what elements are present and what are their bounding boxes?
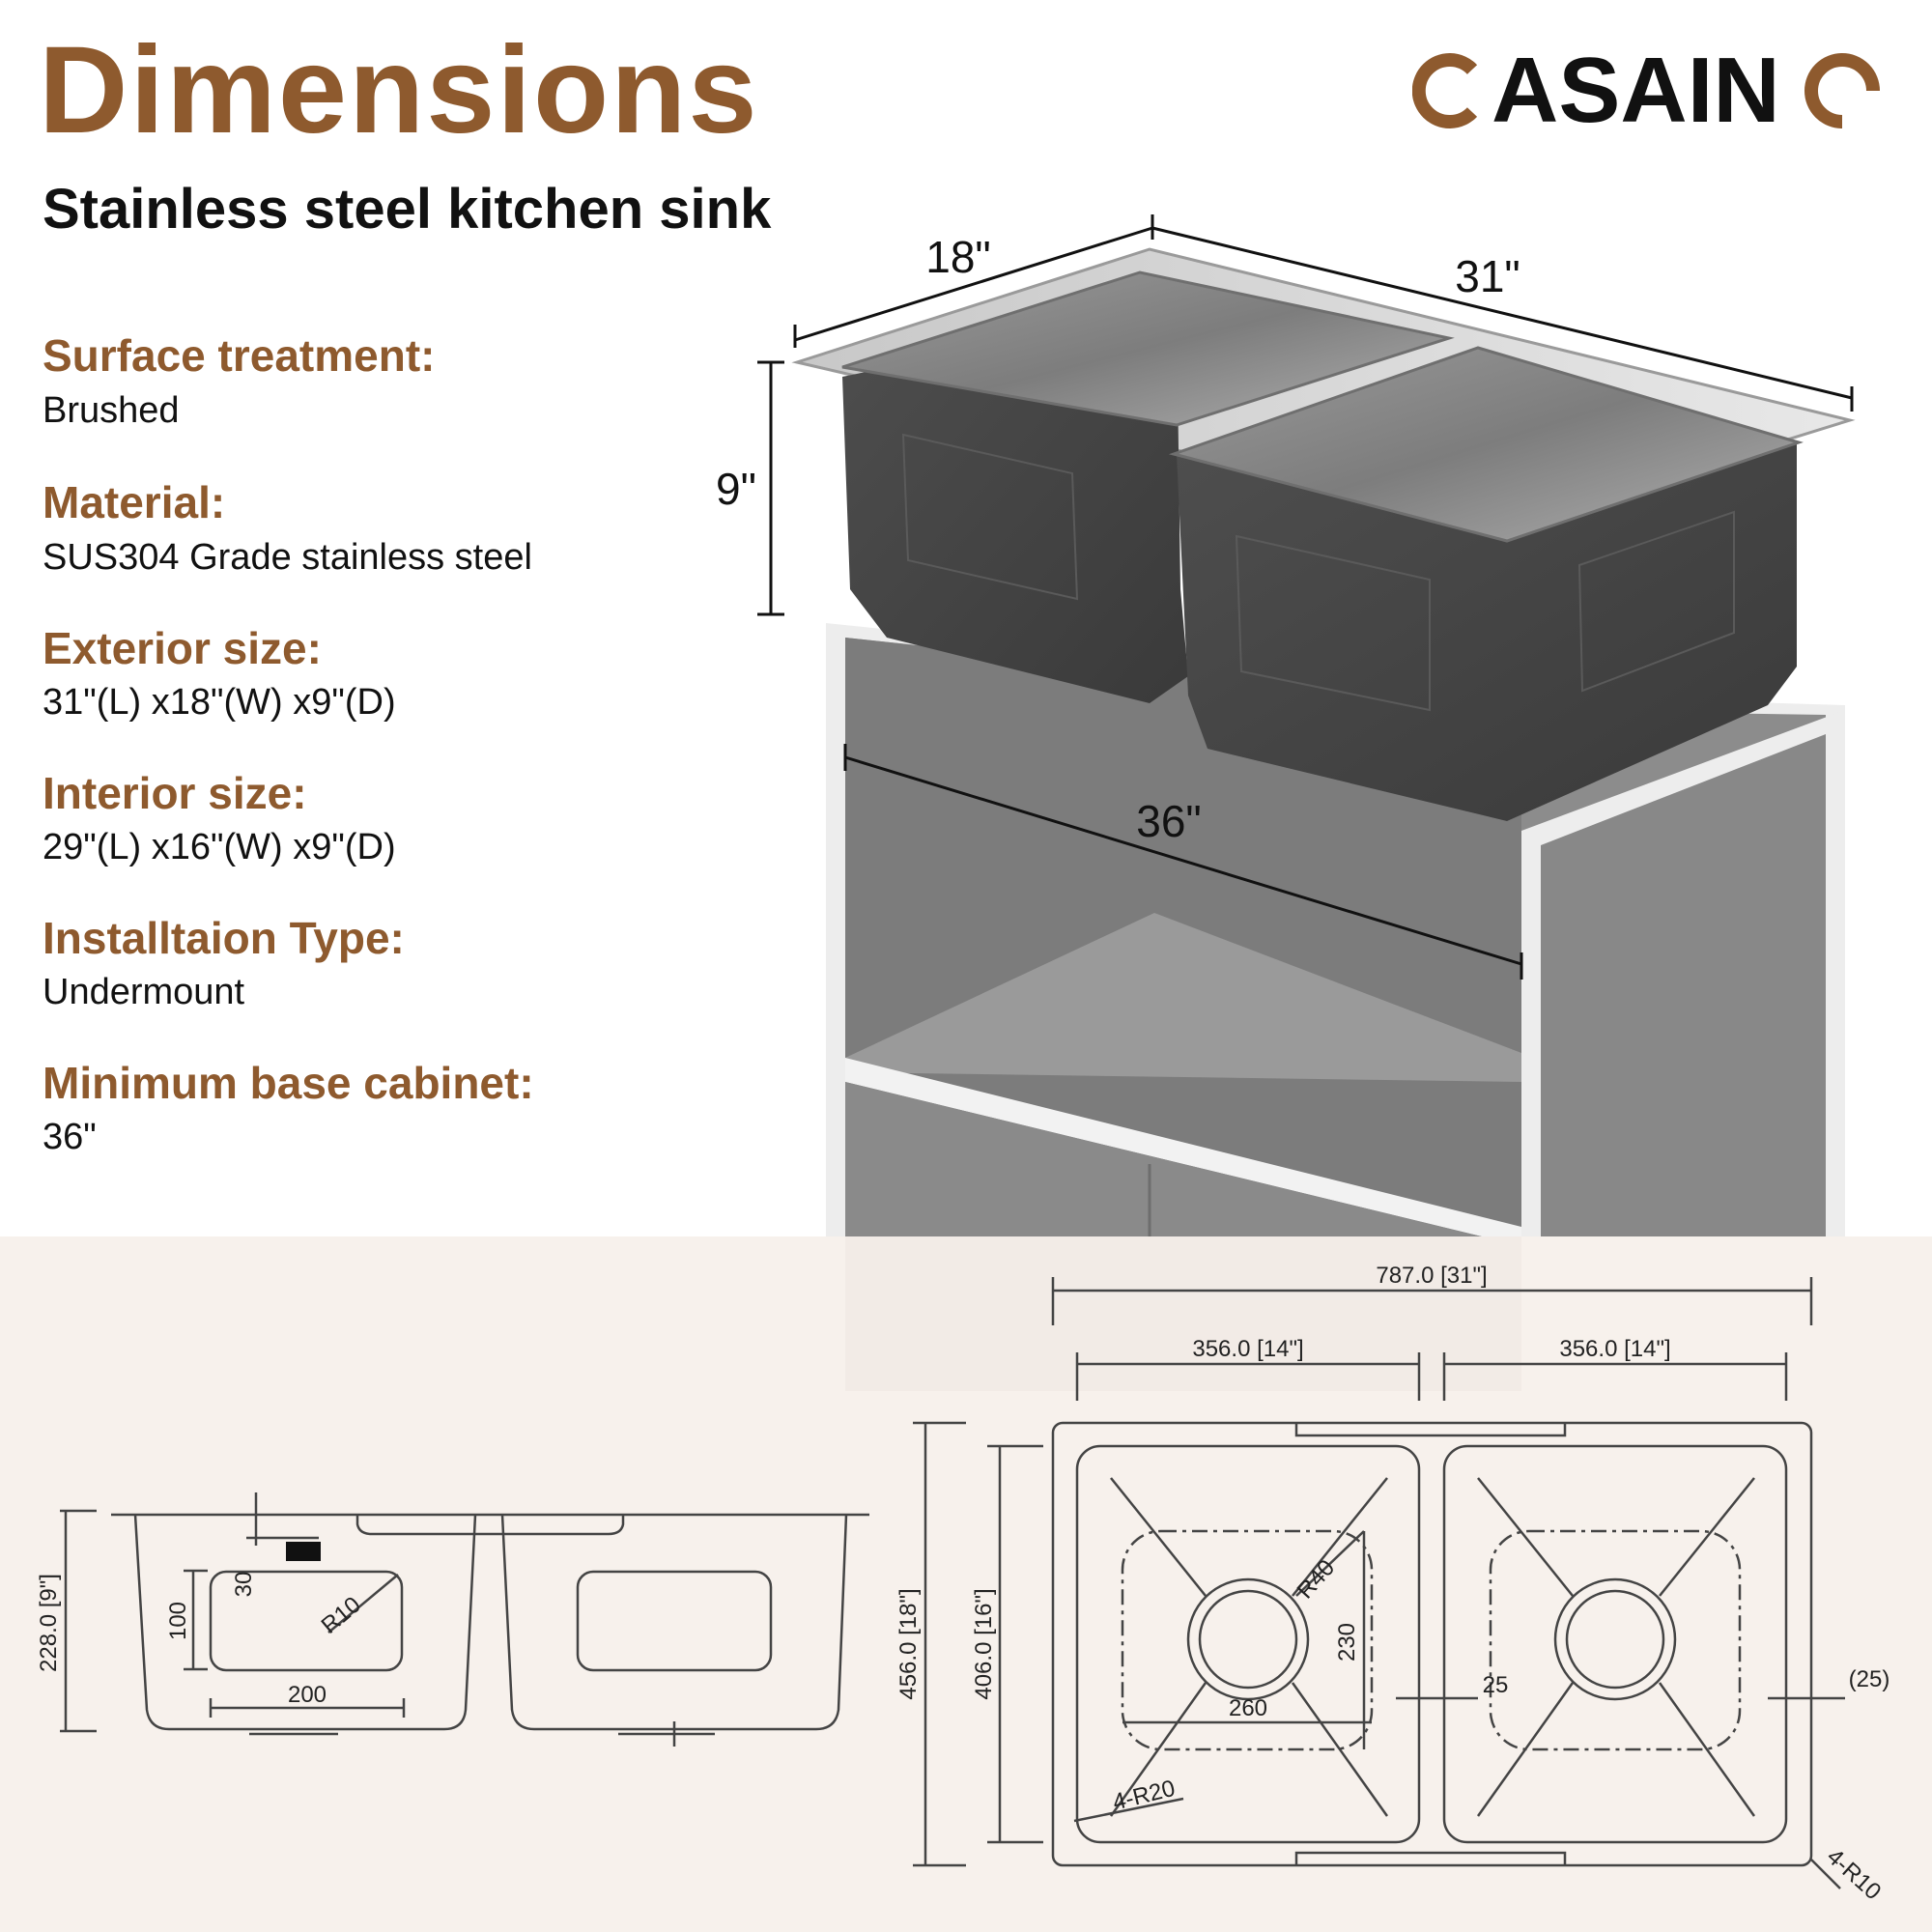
- side-dim-offset: 30: [231, 1572, 257, 1598]
- side-dim-bowl-width: 200: [288, 1682, 327, 1708]
- sink-3d-render: 18" 31" 9" 36": [716, 214, 1856, 1246]
- page-subtitle: Stainless steel kitchen sink: [43, 178, 772, 241]
- brand-c-icon: [1412, 53, 1478, 128]
- top-dim-overall-width: 456.0 [18"]: [895, 1588, 922, 1699]
- dim-3d-depth: 9": [716, 464, 756, 514]
- spec-label-interior: Interior size:: [43, 768, 307, 818]
- top-dim-divider: 25: [1483, 1672, 1509, 1698]
- dim-3d-width: 18": [925, 232, 991, 282]
- page-title: Dimensions: [39, 21, 759, 159]
- dim-3d-cabinet: 36": [1136, 796, 1202, 846]
- spec-value-installation: Undermount: [43, 972, 245, 1012]
- side-dim-height: 228.0 [9"]: [36, 1574, 62, 1672]
- top-dim-bowl-right: 356.0 [14"]: [1559, 1336, 1670, 1362]
- spec-value-surface: Brushed: [43, 390, 180, 431]
- top-dim-corner-outer: 4-R10: [1822, 1844, 1887, 1906]
- brand-name: ASAIN: [1492, 39, 1780, 142]
- top-dim-drain-area-w: 260: [1229, 1695, 1267, 1721]
- spec-label-material: Material:: [43, 477, 226, 527]
- spec-label-surface: Surface treatment:: [43, 330, 436, 381]
- drain-overflow-icon: [286, 1542, 321, 1561]
- top-dim-corner-bowl: 4-R20: [1110, 1776, 1178, 1816]
- brand-o-icon: [1804, 53, 1880, 128]
- top-dim-inner-width: 406.0 [16"]: [971, 1588, 997, 1699]
- spec-value-cabinet: 36": [43, 1117, 97, 1157]
- top-view-drawing: [913, 1277, 1845, 1889]
- top-dim-bowl-left: 356.0 [14"]: [1192, 1336, 1303, 1362]
- spec-value-exterior: 31"(L) x18"(W) x9"(D): [43, 682, 396, 723]
- spec-value-material: SUS304 Grade stainless steel: [43, 537, 532, 578]
- side-view-drawing: [60, 1492, 869, 1747]
- side-dim-bowl-height: 100: [165, 1602, 191, 1640]
- spec-value-interior: 29"(L) x16"(W) x9"(D): [43, 827, 396, 867]
- spec-label-exterior: Exterior size:: [43, 623, 322, 673]
- technical-drawings: 228.0 [9"] 30 100 R10 200: [36, 1236, 1890, 1906]
- top-dim-drain-area-h: 230: [1334, 1623, 1360, 1662]
- dimension-lines-3d: [757, 214, 1854, 980]
- dim-3d-length: 31": [1455, 251, 1520, 301]
- side-dim-radius: R10: [317, 1592, 366, 1639]
- brand-logo: ASAIN: [1412, 41, 1895, 137]
- top-dim-overall-length: 787.0 [31"]: [1376, 1263, 1487, 1289]
- spec-label-installation: Installtaion Type:: [43, 913, 405, 963]
- sink-body: [791, 247, 1856, 821]
- top-dim-edge: (25): [1849, 1666, 1890, 1692]
- spec-label-cabinet: Minimum base cabinet:: [43, 1058, 534, 1108]
